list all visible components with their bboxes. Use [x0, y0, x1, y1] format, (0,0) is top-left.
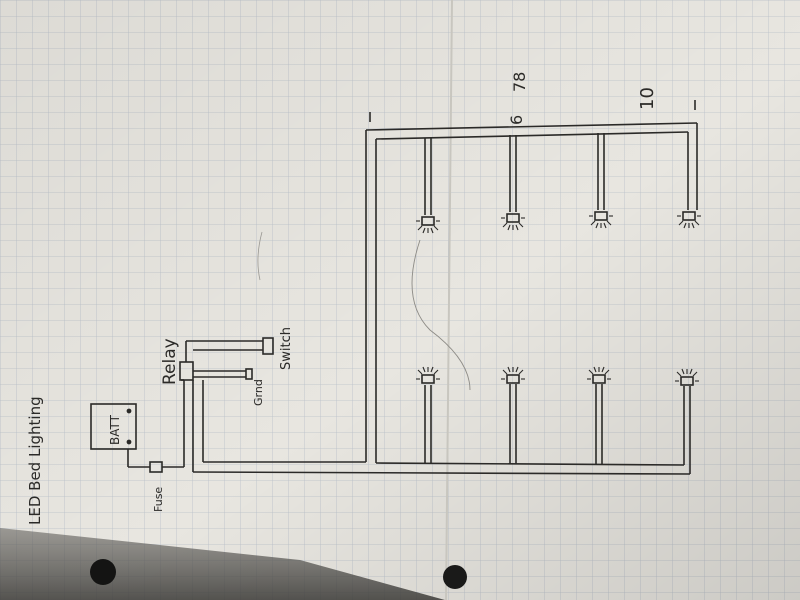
diagram-title: LED Bed Lighting — [26, 396, 44, 525]
switch-box — [262, 337, 274, 355]
mark-ten: 10 — [637, 87, 658, 110]
led-light — [589, 211, 613, 229]
fuse-label: Fuse — [152, 487, 165, 512]
binder-hole — [443, 565, 467, 589]
mark-seven-eight: 78 — [510, 72, 529, 92]
led-light — [501, 213, 525, 231]
led-light — [416, 366, 440, 384]
switch-label: Switch — [279, 327, 294, 370]
binder-hole — [90, 559, 116, 585]
battery-box — [90, 403, 137, 450]
relay-label: Relay — [160, 338, 180, 385]
led-group — [416, 211, 701, 386]
circuit-wiring — [90, 100, 698, 475]
ground-label: Grnd — [252, 379, 265, 406]
led-light — [587, 366, 611, 384]
led-light — [501, 366, 525, 384]
led-light — [677, 211, 701, 229]
mark-six: 6 — [507, 115, 526, 125]
led-light — [675, 368, 699, 386]
battery-label: BATT — [108, 414, 122, 445]
led-light — [416, 216, 440, 234]
fold-crease — [445, 0, 453, 600]
